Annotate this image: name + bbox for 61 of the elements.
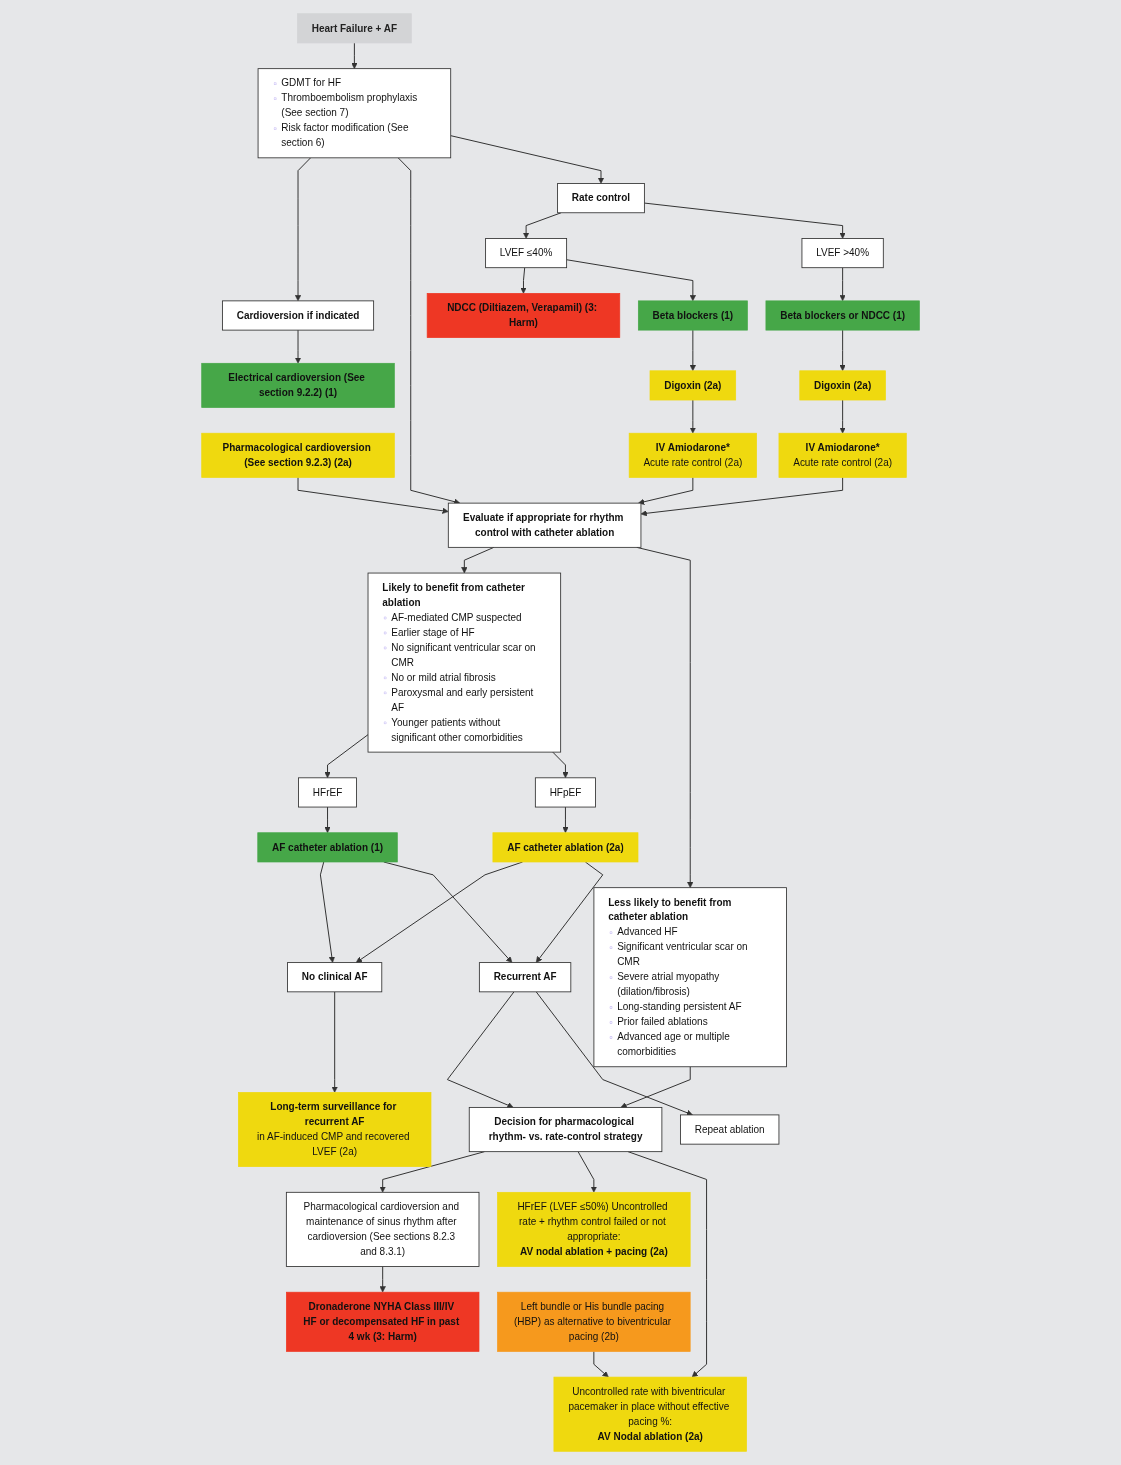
arrow <box>522 212 562 239</box>
process-box: AF catheter ablation (2a) <box>492 832 639 863</box>
arrow <box>450 135 605 184</box>
arrow <box>643 202 846 239</box>
arrow <box>297 476 449 514</box>
arrow <box>640 476 844 517</box>
arrow <box>294 329 302 364</box>
process-box: Digoxin (2a) <box>649 370 737 401</box>
process-box: Cardioversion if indicated <box>221 300 374 331</box>
process-box: GDMT for HF Thromboembolism prophylaxis (See section 7) Risk factor modification (See section 6) <box>257 68 452 159</box>
process-box: Pharmacological cardioversion (See section 9.2.3) (2a) <box>201 432 395 478</box>
arrow <box>638 476 694 505</box>
process-box: HFrEF (LVEF ≤50%) Uncontrolled rate + rhythm control failed or not appropriate: AV nodal ablation + pacing (2a) <box>497 1191 691 1267</box>
arrow <box>620 1066 691 1109</box>
process-box: LVEF >40% <box>801 238 884 269</box>
process-box: Decision for pharmacological rhythm- vs. rate-control strategy <box>468 1107 663 1153</box>
arrow <box>379 1266 386 1293</box>
arrow <box>839 399 846 434</box>
arrow <box>331 991 338 1093</box>
process-box: Left bundle or His bundle pacing (HBP) as alternative to biventricular pacing (2b) <box>497 1291 691 1352</box>
process-box: IV Amiodarone* Acute rate control (2a) <box>628 432 757 478</box>
arrow <box>324 734 369 779</box>
process-box: IV Amiodarone* Acute rate control (2a) <box>778 432 907 478</box>
process-box: Beta blockers (1) <box>637 300 748 331</box>
arrow <box>689 399 696 434</box>
process-box: Less likely to benefit from catheter ablation Advanced HF Significant ventricular scar on CMR Severe atrial myopathy (dilation/fibrosis) Long-standing persistent AF Prior failed ablations Advanced age or multiple comorbidities <box>593 887 787 1068</box>
start-box: Heart Failure + AF <box>297 13 412 44</box>
process-box: Recurrent AF <box>478 962 572 993</box>
arrow <box>324 806 331 833</box>
arrow <box>593 1350 609 1378</box>
arrow <box>689 329 696 372</box>
process-box: NDCC (Diltiazem, Verapamil) (3: Harm) <box>426 293 621 338</box>
process-box: LVEF ≤40% <box>485 238 567 269</box>
process-box: Dronaderone NYHA Class III/IV HF or decompensated HF in past 4 wk (3: Harm) <box>285 1291 480 1352</box>
process-box: Digoxin (2a) <box>799 370 886 401</box>
arrow <box>446 991 515 1109</box>
arrow <box>294 157 312 302</box>
process-box: Rate control <box>557 183 645 214</box>
arrow <box>520 267 527 294</box>
process-box: Long-term surveillance for recurrent AF in AF-induced CMP and recovered LVEF (2a) <box>237 1092 432 1167</box>
process-box: HFpEF <box>534 777 596 808</box>
process-box: Likely to benefit from catheter ablation AF-mediated CMP suspected Earlier stage of HF No significant ventricular scar on CMR No or mild atrial fibrosis Paroxysmal and early persistent AF Younger patients without significant other comorbidities <box>367 572 562 753</box>
process-box: Beta blockers or NDCC (1) <box>765 300 920 331</box>
process-box: AF catheter ablation (1) <box>257 832 398 863</box>
process-box: Uncontrolled rate with biventricular pacemaker in place without effective pacing %: AV Nodal ablation (2a) <box>553 1376 747 1452</box>
arrow <box>577 1151 597 1193</box>
arrow <box>319 861 335 963</box>
arrow <box>535 861 604 963</box>
process-box: Repeat ablation <box>679 1114 780 1145</box>
arrow <box>839 267 846 302</box>
arrow <box>566 259 696 302</box>
process-box: HFrEF <box>298 777 357 808</box>
arrow <box>351 42 358 69</box>
arrow <box>552 751 569 779</box>
process-box: Pharmacological cardioversion and maintenance of sinus rhythm after cardioversion (See sections 8.2.3 and 8.3.1) <box>285 1191 480 1267</box>
process-box: Electrical cardioversion (See section 9.2.2) (1) <box>201 362 395 408</box>
process-box: Evaluate if appropriate for rhythm control with catheter ablation <box>447 502 642 548</box>
process-box: No clinical AF <box>287 962 383 993</box>
arrow <box>839 329 846 372</box>
arrow <box>562 806 569 833</box>
arrow <box>535 991 693 1116</box>
